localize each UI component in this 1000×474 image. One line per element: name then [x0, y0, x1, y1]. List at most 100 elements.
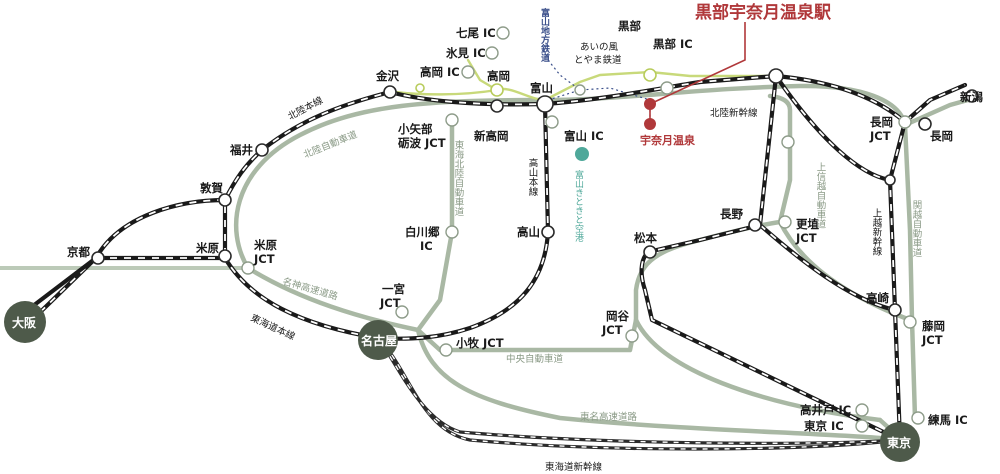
- node-toyama[interactable]: [536, 95, 554, 113]
- label-takaoka: 高岡: [487, 69, 510, 83]
- label-fujioka-1: 藤岡: [922, 319, 945, 333]
- node-osaka[interactable]: [4, 301, 46, 343]
- label-koshoku-1: 更埴: [796, 217, 819, 231]
- node-nagano[interactable]: [748, 218, 762, 232]
- label-unazuki: 宇奈月温泉: [640, 133, 696, 147]
- node-kyoto[interactable]: [91, 251, 105, 265]
- node-matsumoto[interactable]: [643, 245, 657, 259]
- node-joetsu-mid: [884, 174, 896, 186]
- label-tokaido-shinkansen: 東海道新幹線: [545, 461, 603, 473]
- node-ichinomiya-jct[interactable]: [395, 305, 409, 319]
- label-maibara: 米原: [195, 241, 219, 255]
- label-shirakawa-1: 白川郷: [405, 225, 440, 239]
- label-okaya-1: 岡谷: [606, 309, 629, 323]
- node-tokyo[interactable]: [880, 422, 920, 462]
- label-nagaoka: 長岡: [930, 129, 953, 143]
- node-takaido-ic[interactable]: [855, 403, 869, 417]
- svg-text:上信越自動車道: 上信越自動車道: [815, 162, 827, 229]
- node-nagoya[interactable]: [358, 320, 398, 360]
- node-okaya-jct[interactable]: [625, 329, 639, 343]
- node-niigata[interactable]: [965, 89, 979, 103]
- node-fukui[interactable]: [255, 143, 269, 157]
- label-maibara-jct-2: JCT: [253, 252, 275, 266]
- node-oyabe-jct[interactable]: [445, 113, 459, 127]
- node-nagano-hw: [781, 135, 795, 149]
- node-nerima-ic[interactable]: [911, 411, 925, 425]
- label-komaki-jct: 小牧 JCT: [455, 336, 504, 350]
- toyama-chiho-leader: [547, 40, 581, 91]
- svg-text:富山きときと空港: 富山きときと空港: [573, 169, 584, 242]
- expressway-chuo-east: [633, 317, 883, 423]
- label-takayama: 高山: [517, 225, 540, 239]
- label-tsuruga: 敦賀: [200, 181, 223, 195]
- node-komaki-jct[interactable]: [439, 343, 453, 357]
- node-unazuki-onsen[interactable]: [644, 118, 656, 130]
- label-nagaoka-jct-1: 長岡: [870, 115, 893, 129]
- label-tomei: 東名高速道路: [580, 411, 638, 423]
- label-oyabe-1: 小矢部: [397, 122, 433, 136]
- label-ichinomiya-2: JCT: [379, 296, 401, 310]
- label-ichinomiya-1: 一宮: [382, 282, 405, 296]
- node-tsuruga[interactable]: [218, 193, 232, 207]
- node-koshoku-jct[interactable]: [778, 215, 792, 229]
- node-tokyo-ic[interactable]: [855, 419, 869, 433]
- label-okaya-2: JCT: [601, 323, 623, 337]
- label-tokyo-ic: 東京 IC: [804, 419, 844, 433]
- node-kurobe[interactable]: [643, 68, 657, 82]
- node-maibara-jct[interactable]: [241, 261, 255, 275]
- label-toyama-chiho: 富山地方鉄道: [539, 7, 550, 63]
- label-chuo: 中央自動車道: [506, 353, 564, 365]
- label-kurobe: 黒部: [618, 19, 641, 33]
- node-fujioka-jct[interactable]: [903, 315, 917, 329]
- label-kyoto: 京都: [67, 245, 90, 259]
- label-takayama-main: 高山本線: [527, 157, 539, 196]
- label-takasaki: 高崎: [866, 291, 889, 305]
- node-kanazawa[interactable]: [383, 85, 397, 99]
- label-toyama: 富山: [530, 81, 553, 95]
- label-kanazawa: 金沢: [375, 69, 399, 83]
- svg-text:上越新幹線: 上越新幹線: [871, 208, 883, 256]
- node-toyama-chiho-stop: [574, 84, 586, 96]
- label-fukui: 福井: [229, 143, 253, 157]
- label-nagoya: 名古屋: [361, 333, 397, 348]
- label-kanetsu: 関越自動車道: [911, 200, 923, 258]
- label-niigata: 新潟: [960, 90, 983, 104]
- node-nagaoka-jct[interactable]: [898, 115, 912, 129]
- node-nanao-ic[interactable]: [496, 26, 510, 40]
- label-shirakawa-2: IC: [420, 239, 433, 253]
- label-nagano: 長野: [720, 207, 743, 221]
- label-toyama-ic: 富山 IC: [564, 129, 604, 143]
- label-himi-ic: 氷見 IC: [446, 46, 486, 60]
- node-shirakawa-ic[interactable]: [445, 225, 459, 239]
- label-koshoku-2: JCT: [795, 231, 817, 245]
- label-oyabe-2: 砺波 JCT: [397, 136, 446, 150]
- label-ainokaze-2: とやま鉄道: [574, 54, 622, 66]
- node-takasaki[interactable]: [888, 303, 902, 317]
- label-nagaoka-jct-2: JCT: [869, 129, 891, 143]
- label-fujioka-2: JCT: [921, 333, 943, 347]
- node-himi-ic[interactable]: [485, 46, 499, 60]
- node-nagaoka-rail[interactable]: [768, 68, 784, 84]
- node-takayama[interactable]: [541, 225, 555, 239]
- node-kurobe-ic[interactable]: [660, 81, 674, 95]
- svg-text:高山本線: 高山本線: [527, 157, 539, 196]
- node-shin-takaoka[interactable]: [490, 99, 504, 113]
- label-osaka: 大阪: [12, 315, 37, 330]
- node-kurobe-unazuki-onsen[interactable]: [644, 98, 656, 110]
- node-nagaoka[interactable]: [918, 117, 932, 131]
- svg-text:富山地方鉄道: 富山地方鉄道: [539, 7, 550, 63]
- node-takaoka[interactable]: [490, 83, 504, 97]
- label-matsumoto: 松本: [634, 231, 657, 245]
- node-toyama-ic[interactable]: [545, 115, 559, 129]
- expressway-tokai-hokuriku: [415, 117, 455, 333]
- node-toyama-airport[interactable]: [575, 147, 589, 161]
- label-tokai-hokuriku: 東海北陸自動車道: [453, 139, 465, 217]
- label-takaido-ic: 高井戸 IC: [800, 403, 851, 417]
- label-airport: 富山きときと空港: [573, 169, 584, 242]
- label-hokuriku-shinkansen: 北陸新幹線: [710, 107, 758, 119]
- node-takaoka-ic[interactable]: [461, 65, 475, 79]
- expressway-niigata: [902, 95, 978, 128]
- expressway-tomei: [415, 327, 883, 441]
- node-maibara[interactable]: [218, 249, 232, 263]
